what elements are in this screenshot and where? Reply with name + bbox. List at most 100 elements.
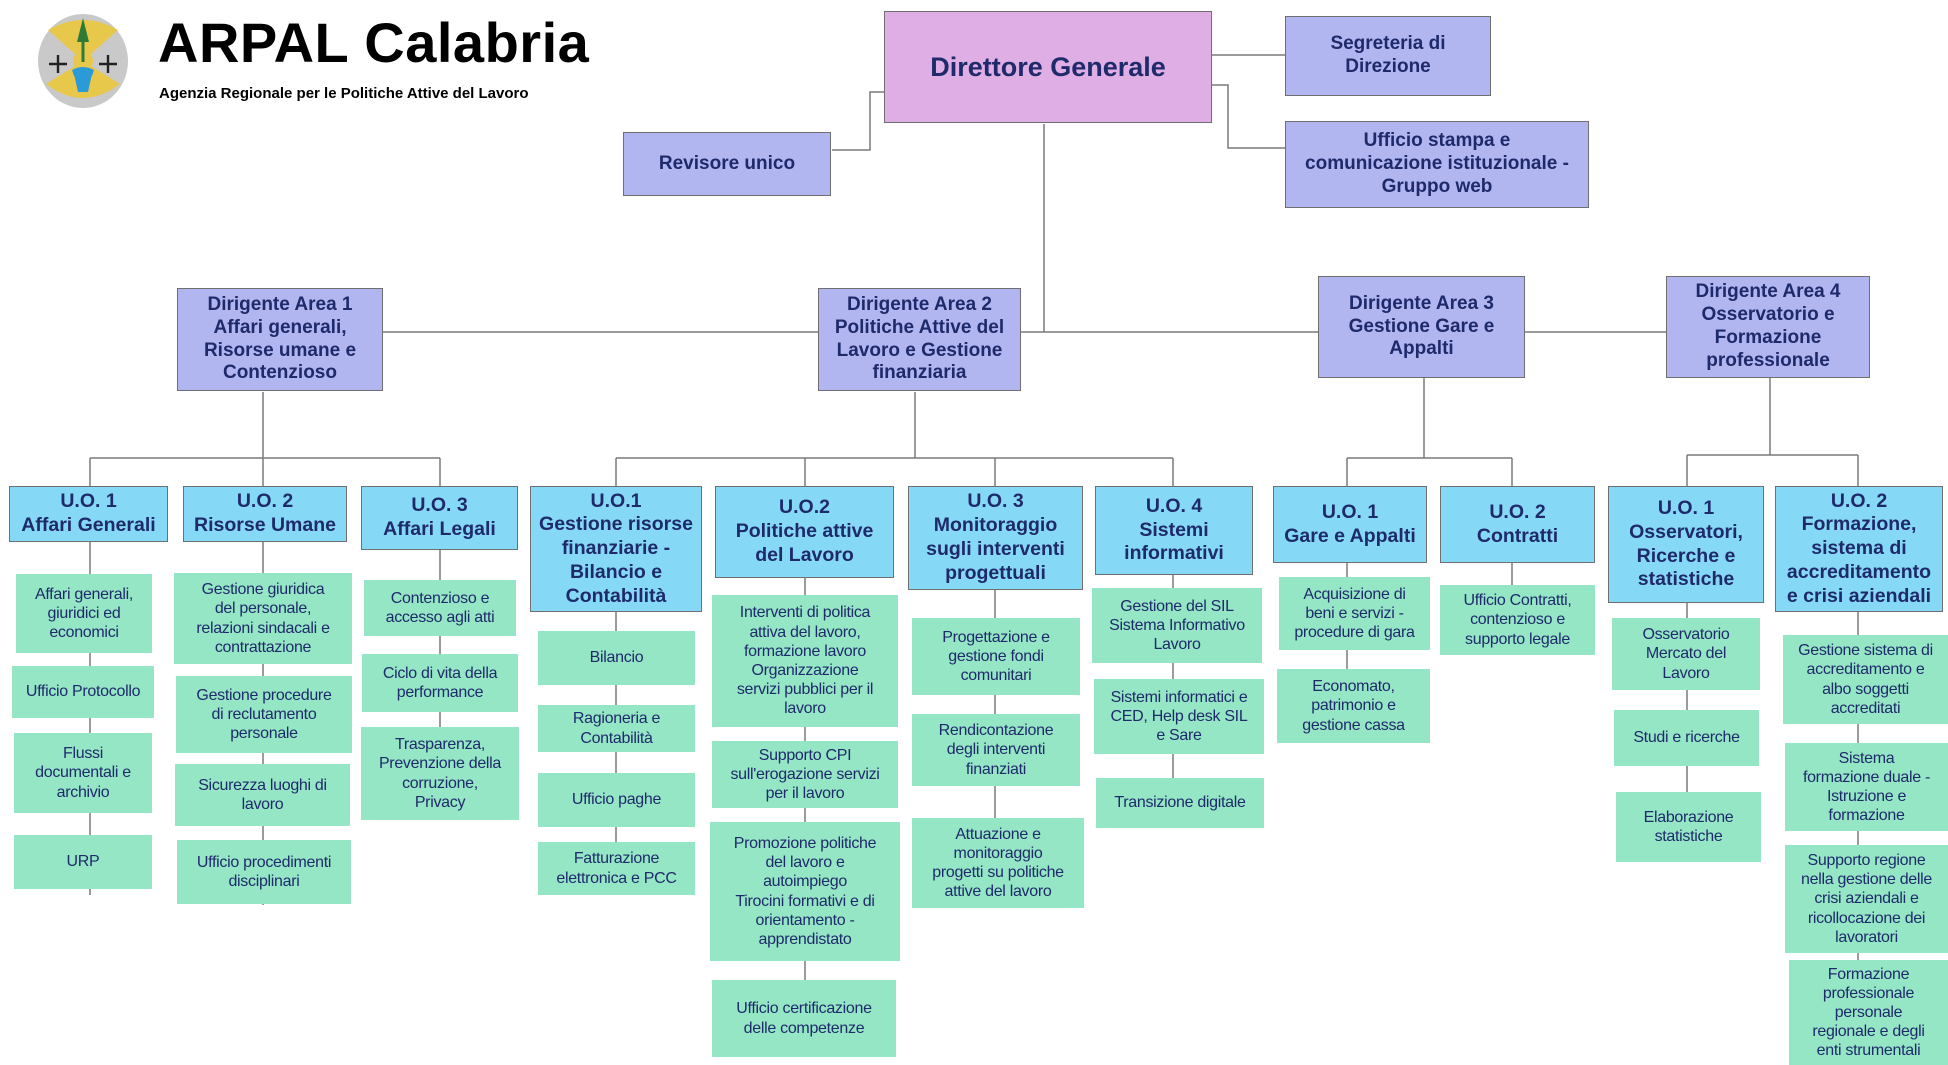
area-2-uo-4-task-2: Sistemi informatici e CED, Help desk SIL… bbox=[1094, 679, 1264, 754]
ufficio-stampa-box: Ufficio stampa e comunicazione istituzio… bbox=[1285, 121, 1589, 208]
area-1-uo-2-label: U.O. 2 Risorse Umane bbox=[194, 490, 336, 536]
area-1-uo-3-label: U.O. 3 Affari Legali bbox=[383, 494, 496, 540]
area-2-uo-3-task-1: Progettazione e gestione fondi comunitar… bbox=[912, 618, 1080, 695]
segreteria-box: Segreteria di Direzione bbox=[1285, 16, 1491, 96]
area-2-uo-4-task-3: Transizione digitale bbox=[1096, 778, 1264, 828]
area-2-uo-2-task-1-text: Interventi di politica attiva del lavoro… bbox=[736, 604, 874, 718]
area-2-label: Dirigente Area 2 Politiche Attive del La… bbox=[834, 293, 1005, 384]
area-1-uo-2-task-3-text: Sicurezza luoghi di lavoro bbox=[198, 776, 327, 813]
segreteria-label: Segreteria di Direzione bbox=[1330, 33, 1446, 77]
area-4-uo-1-task-2-text: Studi e ricerche bbox=[1633, 729, 1740, 747]
area-4-uo-2-task-3-text: Supporto regione nella gestione delle cr… bbox=[1801, 852, 1932, 946]
area-4-uo-1-box: U.O. 1 Osservatori, Ricerche e statistic… bbox=[1608, 486, 1764, 603]
area-4-uo-1-task-1-text: Osservatorio Mercato del Lavoro bbox=[1642, 626, 1730, 682]
area-1-uo-2-task-4-text: Ufficio procedimenti disciplinari bbox=[196, 853, 332, 890]
area-1-uo-1-task-3: Flussi documentali e archivio bbox=[14, 733, 152, 813]
area-3-uo-2-task-1-text: Ufficio Contratti, contenzioso e support… bbox=[1463, 592, 1572, 648]
area-2-uo-2-task-1: Interventi di politica attiva del lavoro… bbox=[712, 595, 898, 727]
area-2-uo-1-task-4-text: Fatturazione elettronica e PCC bbox=[556, 850, 677, 887]
area-3-uo-1-task-1: Acquisizione di beni e servizi - procedu… bbox=[1279, 577, 1430, 650]
area-1-uo-3-task-2-text: Ciclo di vita della performance bbox=[382, 664, 498, 701]
area-2-uo-4-task-1: Gestione del SIL Sistema Informativo Lav… bbox=[1092, 588, 1262, 663]
area-1-uo-1-task-4-text: URP bbox=[66, 853, 100, 871]
area-1-uo-1-task-3-text: Flussi documentali e archivio bbox=[35, 745, 131, 801]
area-4-uo-2-box: U.O. 2 Formazione, sistema di accreditam… bbox=[1775, 486, 1943, 612]
area-2-uo-3-task-2-text: Rendicontazione degli interventi finanzi… bbox=[938, 722, 1054, 778]
brand-subtitle: Agenzia Regionale per le Politiche Attiv… bbox=[159, 85, 529, 102]
area-1-uo-1-task-2-text: Ufficio Protocollo bbox=[25, 683, 141, 701]
area-4-label: Dirigente Area 4 Osservatorio e Formazio… bbox=[1695, 281, 1841, 371]
area-1-uo-3-task-2: Ciclo di vita della performance bbox=[362, 654, 518, 712]
area-1-uo-1-task-4: URP bbox=[14, 835, 152, 889]
area-2-uo-4-box: U.O. 4 Sistemi informativi bbox=[1095, 486, 1253, 575]
area-1-uo-2-task-4: Ufficio procedimenti disciplinari bbox=[177, 840, 351, 904]
ufficio-stampa-label: Ufficio stampa e comunicazione istituzio… bbox=[1305, 130, 1569, 197]
area-2-uo-1-task-3-text: Ufficio paghe bbox=[571, 791, 662, 809]
area-4-uo-1-task-3-text: Elaborazione statistiche bbox=[1643, 808, 1734, 845]
area-2-uo-1-task-1-text: Bilancio bbox=[589, 649, 644, 667]
area-2-uo-3-task-1-text: Progettazione e gestione fondi comunitar… bbox=[942, 628, 1050, 685]
area-2-uo-1-box: U.O.1 Gestione risorse finanziarie - Bil… bbox=[530, 486, 702, 612]
area-4-uo-2-task-4-text: Formazione professionale personale regio… bbox=[1812, 965, 1925, 1060]
area-1-uo-2-task-2-text: Gestione procedure di reclutamento perso… bbox=[196, 686, 332, 743]
area-2-uo-3-label: U.O. 3 Monitoraggio sugli interventi pro… bbox=[926, 490, 1065, 584]
area-2-uo-2-box: U.O.2 Politiche attive del Lavoro bbox=[715, 486, 894, 578]
area-3-uo-1-label: U.O. 1 Gare e Appalti bbox=[1284, 500, 1416, 547]
area-2-uo-2-task-2-text: Supporto CPI sull'erogazione servizi per… bbox=[730, 746, 880, 803]
area-4-uo-2-label: U.O. 2 Formazione, sistema di accreditam… bbox=[1786, 489, 1932, 607]
area-2-uo-2-task-4-text: Ufficio certificazione delle competenze bbox=[736, 1000, 872, 1037]
area-1-uo-1-task-1: Affari generali, giuridici ed economici bbox=[16, 574, 152, 653]
area-1-uo-2-task-1-text: Gestione giuridica del personale, relazi… bbox=[196, 581, 330, 656]
area-2-uo-3-box: U.O. 3 Monitoraggio sugli interventi pro… bbox=[908, 486, 1083, 590]
area-2-uo-1-task-4: Fatturazione elettronica e PCC bbox=[538, 842, 695, 895]
revisore-box: Revisore unico bbox=[623, 132, 831, 196]
area-2-uo-1-task-2: Ragioneria e Contabilità bbox=[538, 705, 695, 752]
brand-title: ARPAL Calabria bbox=[158, 11, 590, 74]
area-3-label: Dirigente Area 3 Gestione Gare e Appalti bbox=[1348, 292, 1495, 360]
area-1-uo-2-task-3: Sicurezza luoghi di lavoro bbox=[175, 764, 350, 826]
area-1-uo-3-task-1-text: Contenzioso e accesso agli atti bbox=[385, 589, 495, 626]
director-general-label: Direttore Generale bbox=[930, 51, 1166, 82]
area-3-uo-1-task-2: Economato, patrimonio e gestione cassa bbox=[1277, 669, 1430, 743]
area-3-uo-1-task-2-text: Economato, patrimonio e gestione cassa bbox=[1302, 678, 1405, 734]
area-1-uo-1-label: U.O. 1 Affari Generali bbox=[21, 490, 156, 536]
area-4-box: Dirigente Area 4 Osservatorio e Formazio… bbox=[1666, 276, 1870, 378]
area-2-uo-1-label: U.O.1 Gestione risorse finanziarie - Bil… bbox=[539, 489, 693, 607]
area-4-uo-2-task-2-text: Sistema formazione duale - Istruzione e … bbox=[1802, 749, 1931, 825]
area-2-uo-1-task-3: Ufficio paghe bbox=[538, 773, 695, 827]
area-3-uo-2-label: U.O. 2 Contratti bbox=[1476, 500, 1559, 547]
area-1-uo-3-task-1: Contenzioso e accesso agli atti bbox=[364, 580, 516, 636]
calabria-coat-of-arms-logo bbox=[38, 14, 128, 108]
area-3-box: Dirigente Area 3 Gestione Gare e Appalti bbox=[1318, 276, 1525, 378]
area-1-uo-1-task-2: Ufficio Protocollo bbox=[12, 666, 154, 718]
area-4-uo-1-task-3: Elaborazione statistiche bbox=[1616, 792, 1761, 862]
area-1-uo-3-box: U.O. 3 Affari Legali bbox=[361, 486, 518, 550]
area-3-uo-2-task-1: Ufficio Contratti, contenzioso e support… bbox=[1440, 585, 1595, 655]
area-2-uo-4-task-3-text: Transizione digitale bbox=[1114, 794, 1246, 812]
area-1-uo-3-task-3: Trasparenza, Prevenzione della corruzion… bbox=[361, 727, 519, 820]
area-2-uo-2-task-4: Ufficio certificazione delle competenze bbox=[712, 980, 896, 1057]
area-2-uo-2-task-3: Promozione politiche del lavoro e autoim… bbox=[710, 822, 900, 961]
area-1-box: Dirigente Area 1 Affari generali, Risors… bbox=[177, 288, 383, 391]
area-4-uo-2-task-1-text: Gestione sistema di accreditamento e alb… bbox=[1798, 642, 1933, 717]
area-3-uo-1-box: U.O. 1 Gare e Appalti bbox=[1273, 486, 1427, 563]
area-1-label: Dirigente Area 1 Affari generali, Risors… bbox=[203, 293, 357, 384]
area-1-uo-1-box: U.O. 1 Affari Generali bbox=[9, 486, 168, 542]
area-3-uo-1-task-1-text: Acquisizione di beni e servizi - procedu… bbox=[1294, 585, 1415, 642]
area-4-uo-2-task-1: Gestione sistema di accreditamento e alb… bbox=[1783, 635, 1948, 724]
area-4-uo-1-task-2: Studi e ricerche bbox=[1614, 710, 1759, 766]
area-2-uo-1-task-2-text: Ragioneria e Contabilità bbox=[572, 710, 661, 747]
area-2-uo-2-task-3-text: Promozione politiche del lavoro e autoim… bbox=[733, 834, 877, 948]
area-3-uo-2-box: U.O. 2 Contratti bbox=[1440, 486, 1595, 563]
area-4-uo-2-task-3: Supporto regione nella gestione delle cr… bbox=[1785, 845, 1948, 953]
area-4-uo-1-task-1: Osservatorio Mercato del Lavoro bbox=[1612, 618, 1760, 690]
area-2-box: Dirigente Area 2 Politiche Attive del La… bbox=[818, 288, 1021, 391]
area-4-uo-2-task-4: Formazione professionale personale regio… bbox=[1789, 960, 1948, 1065]
area-2-uo-4-task-1-text: Gestione del SIL Sistema Informativo Lav… bbox=[1109, 597, 1245, 654]
area-1-uo-3-task-3-text: Trasparenza, Prevenzione della corruzion… bbox=[378, 736, 502, 811]
area-4-uo-1-label: U.O. 1 Osservatori, Ricerche e statistic… bbox=[1629, 496, 1743, 591]
director-general-box: Direttore Generale bbox=[884, 11, 1212, 123]
revisore-label: Revisore unico bbox=[658, 152, 796, 174]
area-1-uo-2-box: U.O. 2 Risorse Umane bbox=[183, 486, 347, 542]
area-2-uo-4-label: U.O. 4 Sistemi informativi bbox=[1124, 494, 1224, 565]
